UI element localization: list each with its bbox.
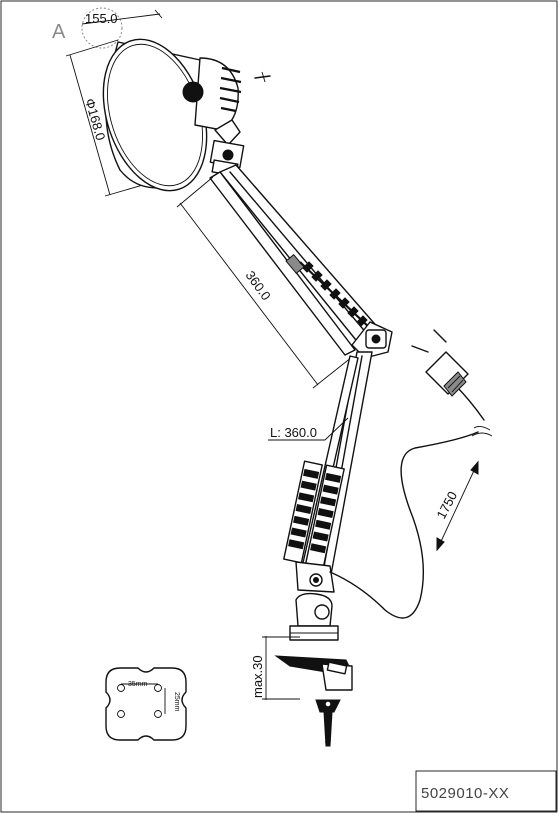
dim-cord-length: 1750 [433, 489, 460, 522]
dim-shade-depth: 155.0 [85, 11, 118, 26]
dim-arm-upper-ext-top [176, 176, 214, 208]
base-plate-detail: 35mm 25mm [105, 667, 187, 741]
upper-spring [285, 253, 373, 331]
detail-circle [81, 7, 123, 49]
dim-arm-lower: L: 360.0 [270, 425, 317, 440]
lamp-shade [102, 38, 271, 192]
base-joint [289, 561, 339, 641]
dim-diameter-line [69, 54, 111, 196]
power-plug [411, 329, 469, 397]
dim-cord-arrow-bot [436, 537, 445, 552]
dim-depth-line [81, 13, 161, 25]
dim-depth-tick [154, 9, 163, 19]
dim-arm-upper-line [179, 202, 319, 386]
lower-springs [283, 460, 345, 568]
shade-vents [219, 66, 242, 113]
dim-diameter-ext-top [65, 39, 119, 57]
table-clamp [274, 655, 353, 747]
detail-label-a: A [52, 21, 66, 43]
dim-cord-line [436, 461, 479, 551]
dim-arm-upper-ext-bot [312, 356, 353, 389]
base-plate-width: 35mm [128, 681, 148, 688]
product-code-box [415, 770, 557, 812]
dim-clamp-opening: max.30 [250, 655, 265, 698]
dim-arm-upper: 360.0 [243, 268, 274, 303]
product-code: 5029010-XX [421, 785, 509, 802]
dim-arm-lower-leader-diag [324, 417, 349, 441]
dim-cord-arrow-top [470, 460, 479, 475]
base-plate-height: 25mm [173, 692, 180, 712]
